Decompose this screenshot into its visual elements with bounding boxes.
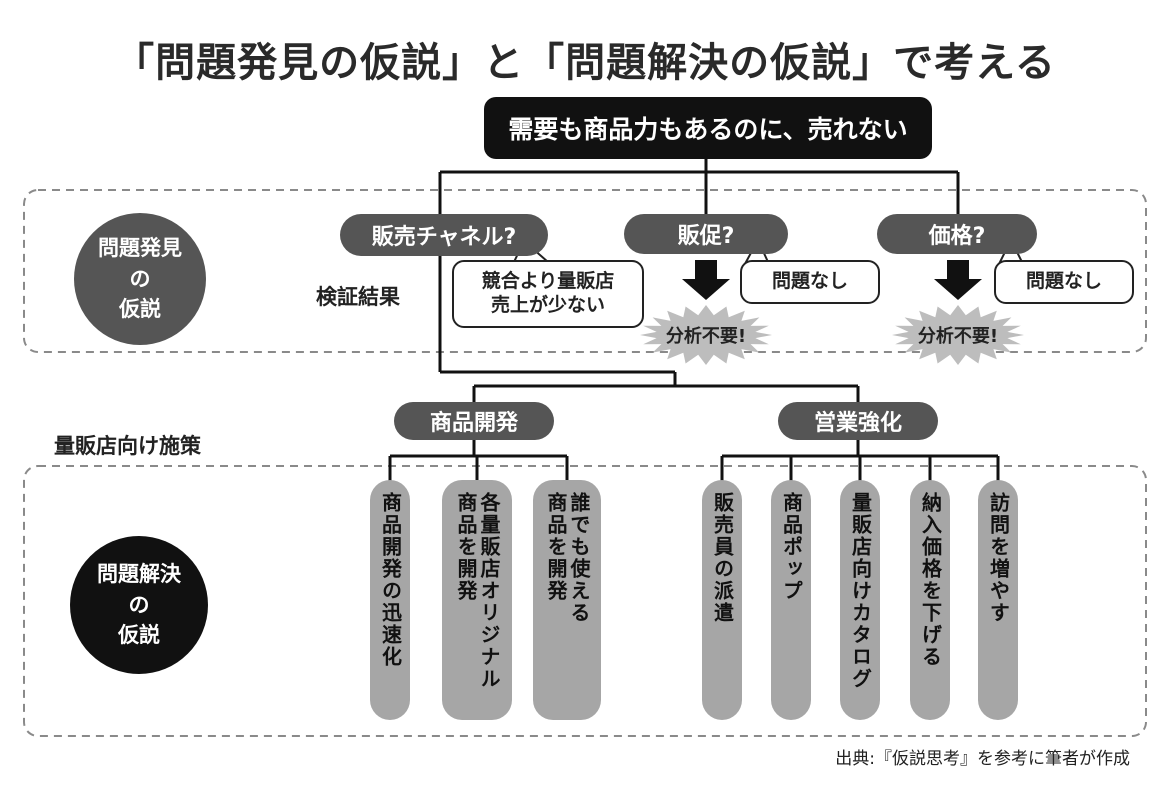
measure-pill: 訪問を増やす <box>978 480 1018 720</box>
branch-sales-channel: 販売チャネル? <box>340 214 548 256</box>
result-bubble-price: 問題なし <box>994 260 1134 304</box>
group-product-development: 商品開発 <box>394 402 554 440</box>
circle-line: の <box>128 592 150 617</box>
verdict-text: 分析不要! <box>665 326 747 347</box>
source-caption: 出典:『仮説思考』を参考に筆者が作成 <box>835 749 1130 769</box>
down-arrow-icon <box>934 260 982 300</box>
measure-pill: 販売員の派遣 <box>702 480 742 720</box>
channel-to-solution-connectors <box>438 252 860 404</box>
measure-pill: 商品ポップ <box>771 480 811 720</box>
measure-pill: 誰でも使える 商品を開発 <box>533 480 601 720</box>
result-bubble-channel: 競合より量販店 売上が少ない <box>452 260 644 328</box>
measure-text: 商品開発の迅速化 <box>378 492 403 668</box>
bubble-line: 売上が少ない <box>490 294 605 316</box>
branch-promotion: 販促? <box>624 214 788 254</box>
verdict-burst-price: 分析不要! <box>890 304 1026 366</box>
solution-hypothesis-circle: 問題解決 の 仮説 <box>70 536 208 674</box>
measure-text: 商品ポップ <box>779 492 804 602</box>
measure-text: 誰でも使える 商品を開発 <box>544 492 591 624</box>
circle-line: 仮説 <box>118 623 160 648</box>
root-problem-box: 需要も商品力もあるのに、売れない <box>484 97 932 159</box>
measure-text: 各量販店オリジナル 商品を開発 <box>454 492 501 690</box>
down-arrow-icon <box>682 260 730 300</box>
group-sales-reinforcement: 営業強化 <box>778 402 938 440</box>
measure-pill: 量販店向けカタログ <box>840 480 880 720</box>
circle-line: の <box>129 266 151 291</box>
measure-text: 販売員の派遣 <box>710 492 735 624</box>
burst-shape <box>640 305 772 365</box>
solution-region-frame <box>23 465 1147 737</box>
measure-pill: 各量販店オリジナル 商品を開発 <box>442 480 512 720</box>
page-title: 「問題発見の仮説」と「問題解決の仮説」で考える <box>114 40 1056 86</box>
burst-shape <box>892 305 1024 365</box>
product-group-connectors <box>388 438 569 482</box>
bubble-line: 競合より量販店 <box>481 270 615 293</box>
measure-text: 納入価格を下げる <box>918 492 943 668</box>
discovery-region-frame <box>23 189 1147 353</box>
measure-text: 量販店向けカタログ <box>848 492 873 690</box>
solution-section-label: 量販店向け施策 <box>54 434 201 458</box>
circle-line: 仮説 <box>119 297 161 322</box>
branch-price: 価格? <box>877 214 1037 254</box>
circle-line: 問題発見 <box>98 236 182 261</box>
verdict-burst-promotion: 分析不要! <box>638 304 774 366</box>
verification-result-label: 検証結果 <box>316 285 400 309</box>
root-connectors <box>438 159 960 218</box>
result-bubble-promotion: 問題なし <box>740 260 880 304</box>
measure-pill: 商品開発の迅速化 <box>370 480 410 720</box>
measure-pill: 納入価格を下げる <box>910 480 950 720</box>
measure-text: 訪問を増やす <box>986 492 1011 624</box>
sales-group-connectors <box>720 438 1000 482</box>
verdict-text: 分析不要! <box>917 326 999 347</box>
discovery-hypothesis-circle: 問題発見 の 仮説 <box>74 213 206 345</box>
circle-line: 問題解決 <box>97 562 181 587</box>
